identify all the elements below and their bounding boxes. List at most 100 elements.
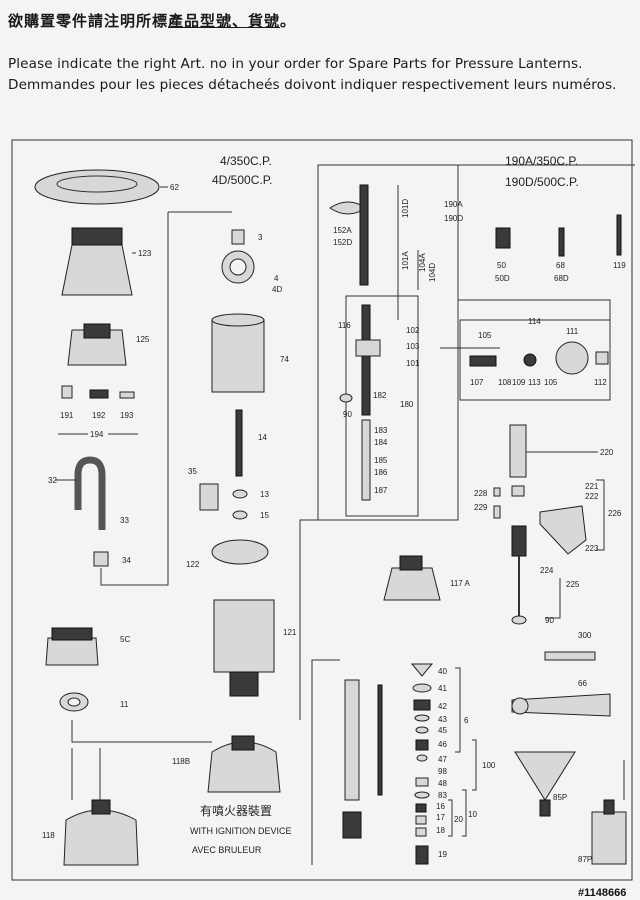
label-104d: 104D — [428, 263, 437, 282]
label-117a: 117 A — [450, 579, 471, 588]
caption-french: AVEC BRULEUR — [192, 845, 262, 855]
vent-top-125 — [83, 323, 111, 339]
model-right-2: 190D/500C.P. — [505, 175, 579, 189]
label-15: 15 — [260, 511, 269, 520]
washer-13 — [232, 489, 248, 499]
leader-middle-left — [100, 212, 169, 586]
label-118: 118 — [42, 831, 55, 840]
label-101: 101 — [406, 359, 420, 368]
model-left-1: 4/350C.P. — [220, 154, 272, 168]
burner-cup-117a — [383, 567, 441, 601]
label-109: 109 — [512, 378, 526, 387]
valve-wheel-111 — [555, 341, 589, 375]
label-226: 226 — [608, 509, 622, 518]
label-45: 45 — [438, 726, 447, 735]
label-228: 228 — [474, 489, 488, 498]
part-35 — [199, 483, 219, 511]
part-34 — [93, 551, 109, 567]
watermark: #1148666 — [578, 887, 626, 899]
chimney-base-121 — [229, 671, 259, 697]
panel-190-box — [317, 164, 459, 521]
part-191 — [61, 385, 73, 399]
pump-tube-220 — [509, 424, 527, 478]
label-20: 20 — [454, 815, 463, 824]
vent-125 — [67, 329, 127, 366]
fount-cap-118 — [91, 799, 111, 815]
burner-tube-116 — [361, 304, 371, 416]
label-5c: 5C — [120, 635, 130, 644]
caption-chinese: 有噴火器裝置 — [200, 804, 272, 818]
header-french: Demmandes pour les pieces détacheés doiv… — [8, 77, 617, 93]
label-193: 193 — [120, 411, 134, 420]
label-101d: 101D — [401, 199, 410, 218]
caption-english: WITH IGNITION DEVICE — [190, 826, 292, 836]
part-107 — [469, 355, 497, 367]
label-19: 19 — [438, 850, 447, 859]
part-119 — [616, 214, 622, 256]
generator-tube-lower — [344, 679, 360, 801]
collar-5c — [45, 637, 99, 666]
label-105b: 105 — [544, 378, 558, 387]
label-90: 90 — [343, 410, 352, 419]
label-42: 42 — [438, 702, 447, 711]
valve-box — [459, 319, 611, 401]
label-125: 125 — [136, 335, 150, 344]
label-223: 223 — [585, 544, 599, 553]
label-220: 220 — [600, 448, 614, 457]
label-182: 182 — [373, 391, 387, 400]
label-66: 66 — [578, 679, 587, 688]
label-184: 184 — [374, 438, 388, 447]
part-90b — [511, 615, 527, 625]
label-13: 13 — [260, 490, 269, 499]
label-221: 221 — [585, 482, 599, 491]
label-16: 16 — [436, 802, 445, 811]
label-100: 100 — [482, 761, 496, 770]
label-191: 191 — [60, 411, 74, 420]
label-225: 225 — [566, 580, 580, 589]
label-103: 103 — [406, 342, 420, 351]
label-186: 186 — [374, 468, 388, 477]
diagram-frame — [11, 139, 633, 881]
label-4d: 4D — [272, 285, 282, 294]
label-43: 43 — [438, 715, 447, 724]
label-114: 114 — [528, 317, 541, 326]
pump-lever-226 — [539, 505, 587, 555]
label-62: 62 — [170, 183, 179, 192]
label-121: 121 — [283, 628, 297, 637]
label-33: 33 — [120, 516, 129, 525]
label-48: 48 — [438, 779, 447, 788]
model-right-1: 190A/350C.P. — [505, 154, 578, 168]
label-300: 300 — [578, 631, 592, 640]
label-101a: 101A — [401, 251, 410, 270]
label-47: 47 — [438, 755, 447, 764]
label-50: 50 — [497, 261, 506, 270]
pricker-300 — [544, 651, 596, 661]
label-190d: 190D — [444, 214, 463, 223]
label-183: 183 — [374, 426, 388, 435]
label-152a: 152A — [333, 226, 352, 235]
label-14: 14 — [258, 433, 267, 442]
label-3: 3 — [258, 233, 263, 242]
label-102: 102 — [406, 326, 420, 335]
burner-box — [345, 295, 419, 517]
label-107: 107 — [470, 378, 484, 387]
plate-122 — [211, 539, 269, 565]
label-4: 4 — [274, 274, 279, 283]
fount-118 — [63, 809, 139, 866]
label-105: 105 — [478, 331, 492, 340]
rod-14 — [235, 409, 243, 477]
header-english: Please indicate the right Art. no in you… — [8, 56, 583, 72]
label-192: 192 — [92, 411, 106, 420]
burner-lower — [361, 419, 371, 501]
label-118b: 118B — [172, 757, 190, 766]
label-10: 10 — [468, 810, 477, 819]
label-190a: 190A — [444, 200, 463, 209]
part-193 — [119, 391, 135, 399]
label-17: 17 — [436, 813, 445, 822]
part-221 — [511, 485, 525, 497]
header-chinese: 欲購置零件請注明所標產品型號、貨號。 — [8, 10, 296, 31]
label-113: 113 — [528, 378, 541, 387]
label-35: 35 — [188, 467, 197, 476]
label-222: 222 — [585, 492, 599, 501]
label-83: 83 — [438, 791, 447, 800]
